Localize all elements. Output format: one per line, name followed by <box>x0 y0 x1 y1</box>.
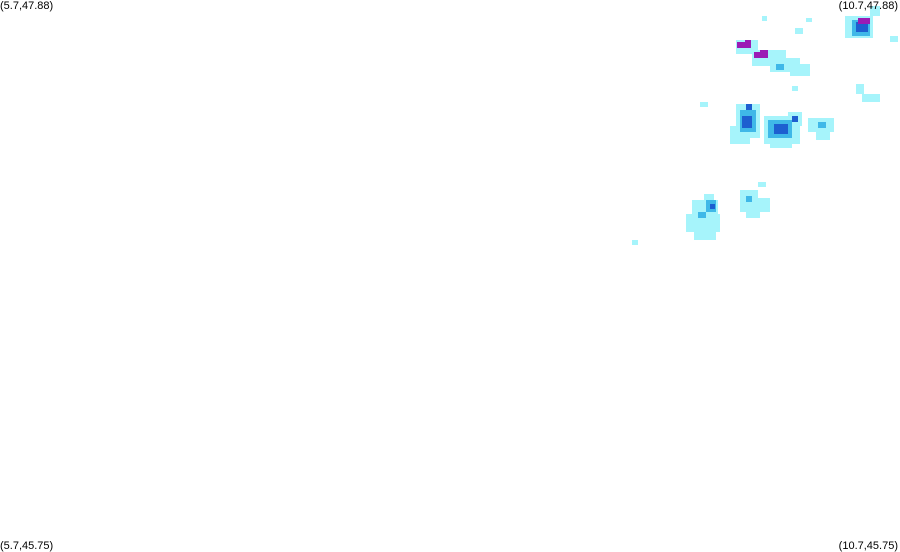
precip-cell <box>737 42 751 48</box>
precip-cell <box>694 228 716 240</box>
corner-label-bottom-left: (5.7,45.75) <box>0 540 54 552</box>
precip-light-layer <box>632 6 898 245</box>
precip-cell <box>746 196 752 202</box>
precip-cell <box>770 140 792 148</box>
precip-cell <box>790 64 810 76</box>
precip-cell <box>870 6 880 16</box>
precip-cell <box>698 212 706 218</box>
precip-strong-layer <box>710 22 868 209</box>
precip-cell <box>762 16 767 21</box>
precip-cell <box>746 210 760 218</box>
precip-cell <box>700 102 708 107</box>
precip-cell <box>856 84 864 94</box>
precip-cell <box>795 28 803 34</box>
precip-cell <box>806 18 812 22</box>
precip-cell <box>740 190 758 200</box>
precip-cell <box>774 124 788 134</box>
precip-cell <box>856 22 868 32</box>
precip-cell <box>745 40 751 44</box>
precip-cell <box>792 86 798 91</box>
precip-cell <box>742 116 752 128</box>
precip-cell <box>816 130 830 140</box>
precip-cell <box>710 204 715 209</box>
precip-cell <box>754 52 768 58</box>
corner-label-top-right: (10.7,47.88) <box>838 0 898 12</box>
precip-cell <box>760 50 768 54</box>
precip-cell <box>746 104 752 110</box>
corner-label-bottom-right: (10.7,45.75) <box>838 540 898 552</box>
precip-cell <box>704 194 714 202</box>
precip-cell <box>776 64 784 70</box>
precip-intense-layer <box>737 18 870 58</box>
precip-cell <box>758 182 766 187</box>
precip-cell <box>862 94 880 102</box>
precip-cell <box>632 240 638 245</box>
corner-label-top-left: (5.7,47.88) <box>0 0 54 12</box>
precip-cell <box>740 198 770 212</box>
precip-cell <box>818 122 826 128</box>
precip-cell <box>686 214 720 232</box>
precip-cell <box>890 36 898 42</box>
precip-cell <box>792 116 798 122</box>
precip-cell <box>858 18 870 24</box>
